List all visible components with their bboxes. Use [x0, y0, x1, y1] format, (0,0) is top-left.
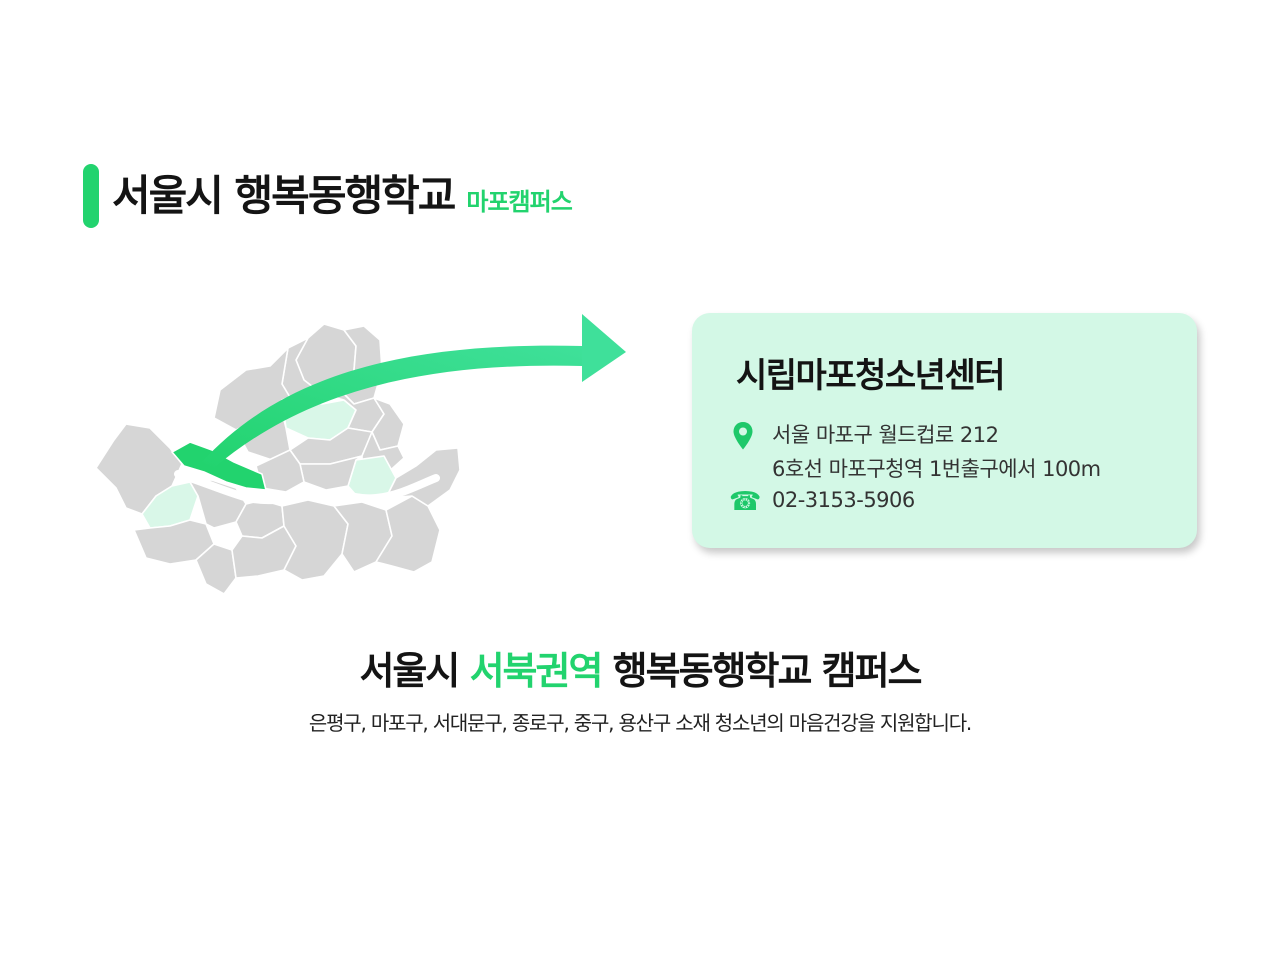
- district-seocho: [281, 499, 349, 581]
- page-title-sub: 마포캠퍼스: [466, 188, 572, 216]
- headline-highlight: 서북권역: [469, 649, 604, 693]
- han-river: [174, 470, 440, 505]
- headline-post: 행복동행학교 캠퍼스: [601, 649, 923, 693]
- arrow-icon: [202, 345, 582, 468]
- map-districts: [95, 323, 461, 595]
- page-title: 서울시 행복동행학교 마포캠퍼스: [112, 162, 573, 223]
- map-pin-icon: [733, 422, 753, 450]
- district-guro: [133, 519, 215, 565]
- address-line-2: 6호선 마포구청역 1번출구에서 100m: [772, 457, 1101, 481]
- campus-headline: 서울시 서북권역 행복동행학교 캠퍼스: [0, 640, 1280, 695]
- page-title-main: 서울시 행복동행학교: [112, 171, 456, 220]
- campus-description: 은평구, 마포구, 서대문구, 종로구, 중구, 용산구 소재 청소년의 마음건…: [308, 711, 972, 735]
- center-name: 시립마포청소년센터: [736, 356, 1006, 396]
- district-mapo[interactable]: [171, 441, 267, 491]
- arrow-head-icon: [582, 314, 626, 382]
- district-seongdong: [299, 455, 363, 491]
- address-line-1: 서울 마포구 월드컵로 212: [772, 423, 999, 447]
- center-info-card: 시립마포청소년센터 서울 마포구 월드컵로 212 6호선 마포구청역 1번출구…: [692, 313, 1197, 548]
- phone-number[interactable]: 02-3153-5906: [772, 488, 915, 512]
- seoul-district-map: [95, 314, 626, 595]
- phone-icon: ☎: [729, 487, 762, 517]
- title-accent-bar: [83, 164, 99, 228]
- headline-pre: 서울시: [359, 649, 470, 693]
